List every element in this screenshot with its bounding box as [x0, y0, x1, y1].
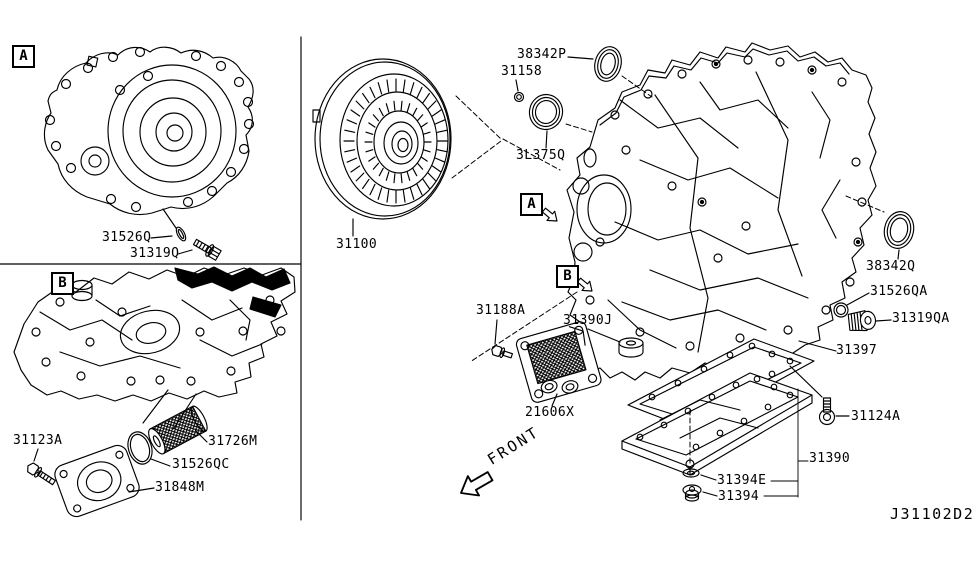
- callout-31526Q: 31526Q: [102, 230, 152, 245]
- callout-31397: 31397: [836, 343, 878, 358]
- view-a-marker: A: [520, 193, 543, 216]
- callout-31188A: 31188A: [476, 303, 526, 318]
- bolt-31124A: [818, 397, 836, 426]
- view-b-marker: B: [556, 265, 579, 288]
- o-ring-31526QC: [127, 431, 153, 465]
- oil-seal-3L375Q: [528, 93, 564, 131]
- seal-washer-31526Q: [175, 226, 187, 242]
- callout-31390J: 31390J: [563, 313, 613, 328]
- callout-31526QA: 31526QA: [870, 284, 928, 299]
- front-arrow: [460, 471, 494, 497]
- callout-31158: 31158: [501, 64, 543, 79]
- callout-31123A: 31123A: [13, 433, 63, 448]
- o-ring-31526QA: [833, 302, 849, 318]
- callout-31394E: 31394E: [717, 473, 767, 488]
- callout-31526QC: 31526QC: [172, 457, 230, 472]
- callout-31319Q: 31319Q: [130, 246, 180, 261]
- section-a-marker: A: [12, 45, 35, 68]
- section-dividers: [0, 36, 302, 521]
- drawing-code: J31102D2: [890, 505, 975, 523]
- callout-31319QA: 31319QA: [892, 311, 950, 326]
- drain-plug-washer-31394E: [682, 468, 700, 478]
- oil-seal-38342P: [594, 46, 622, 82]
- oil-cooler-drawing: [515, 321, 602, 403]
- transaxle-assembly-drawing: [566, 42, 877, 381]
- alignment-dashed-lines: [451, 75, 885, 363]
- callout-21606X: 21606X: [525, 405, 575, 420]
- section-b-marker: B: [51, 272, 74, 295]
- case-bolt-bosses: [585, 55, 867, 351]
- oil-seal-38342Q: [883, 211, 915, 249]
- drain-plug-31394: [682, 484, 702, 502]
- callout-31100: 31100: [336, 237, 378, 252]
- bolt-31319Q: [192, 238, 222, 261]
- callout-31124A: 31124A: [851, 409, 901, 424]
- oil-pan-drawing: [587, 328, 850, 502]
- callout-31848M: 31848M: [155, 480, 205, 495]
- callout-38342P: 38342P: [517, 47, 567, 62]
- plug-31319QA: [847, 310, 877, 332]
- callout-3L375Q: 3L375Q: [516, 148, 566, 163]
- o-ring-31158: [513, 91, 525, 103]
- bolt-31188A: [491, 344, 513, 359]
- callout-31394: 31394: [718, 489, 760, 504]
- case-detail-drawing: [13, 266, 296, 518]
- bolt-31123A: [27, 462, 56, 486]
- side-cover-drawing: [43, 46, 255, 261]
- filter-cover-31848M: [54, 444, 140, 518]
- callout-38342Q: 38342Q: [866, 259, 916, 274]
- grommet-31390J: [618, 337, 644, 358]
- oil-filter-31726M: [148, 405, 208, 455]
- callout-31726M: 31726M: [208, 434, 258, 449]
- cover-bolt-holes: [44, 46, 255, 213]
- torque-converter-drawing: [312, 58, 452, 237]
- view-a-arrow: [541, 207, 558, 222]
- callout-31390: 31390: [809, 451, 851, 466]
